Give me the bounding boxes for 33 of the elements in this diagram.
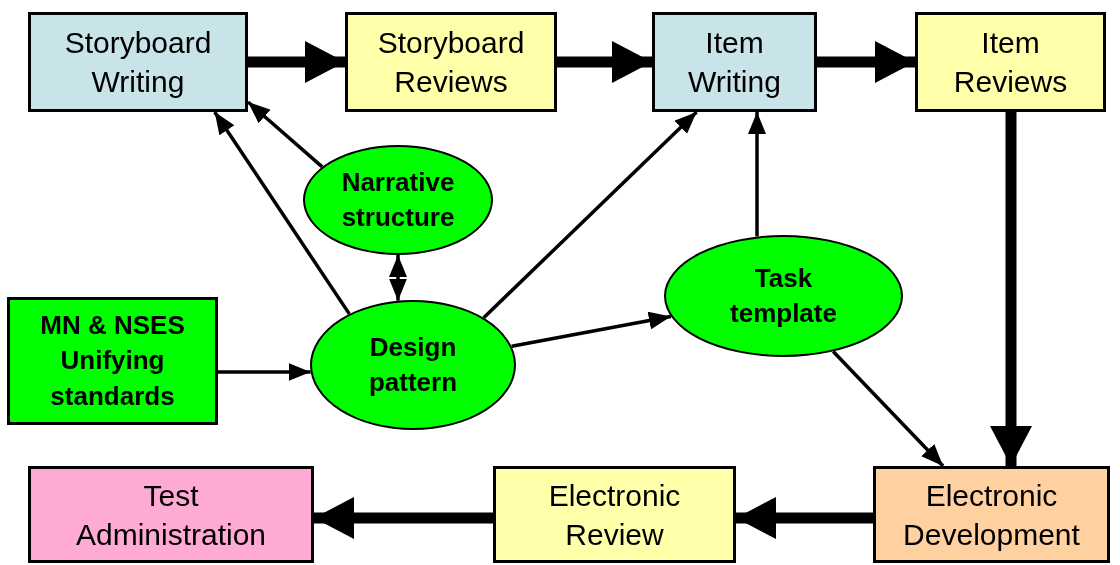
thick-arrow [314, 497, 493, 539]
process-box [915, 12, 1106, 112]
thick-arrow [736, 497, 873, 539]
process-box [345, 12, 557, 112]
arrow [213, 111, 351, 315]
thick-arrow [817, 41, 915, 83]
node-label: Item Writing [687, 25, 782, 100]
node-label: MN & NSES Unifying standards [39, 309, 186, 413]
arrow [389, 255, 407, 301]
node-label: Task template [729, 261, 838, 330]
node-label: Electronic Development [902, 477, 1081, 553]
node-label: Narrative structure [340, 165, 456, 234]
process-box [28, 12, 248, 112]
process-box [493, 466, 736, 563]
arrow [511, 311, 672, 349]
arrow [831, 350, 945, 468]
arrow [748, 112, 766, 237]
process-box [28, 466, 314, 563]
arrow [218, 363, 311, 381]
thick-arrow [248, 41, 345, 83]
node-label: Storyboard Writing [63, 25, 213, 100]
process-box [873, 466, 1110, 563]
node-label: Design pattern [367, 330, 459, 399]
thick-arrow [990, 112, 1032, 466]
node-label: Storyboard Reviews [376, 25, 526, 100]
process-box [652, 12, 817, 112]
thick-arrow [557, 41, 652, 83]
node-label: Electronic Review [547, 477, 682, 553]
input-box [7, 297, 218, 425]
arrow [482, 110, 698, 319]
node-label: Test Administration [74, 477, 268, 553]
node-label: Item Reviews [952, 25, 1069, 100]
arrow [246, 100, 324, 169]
